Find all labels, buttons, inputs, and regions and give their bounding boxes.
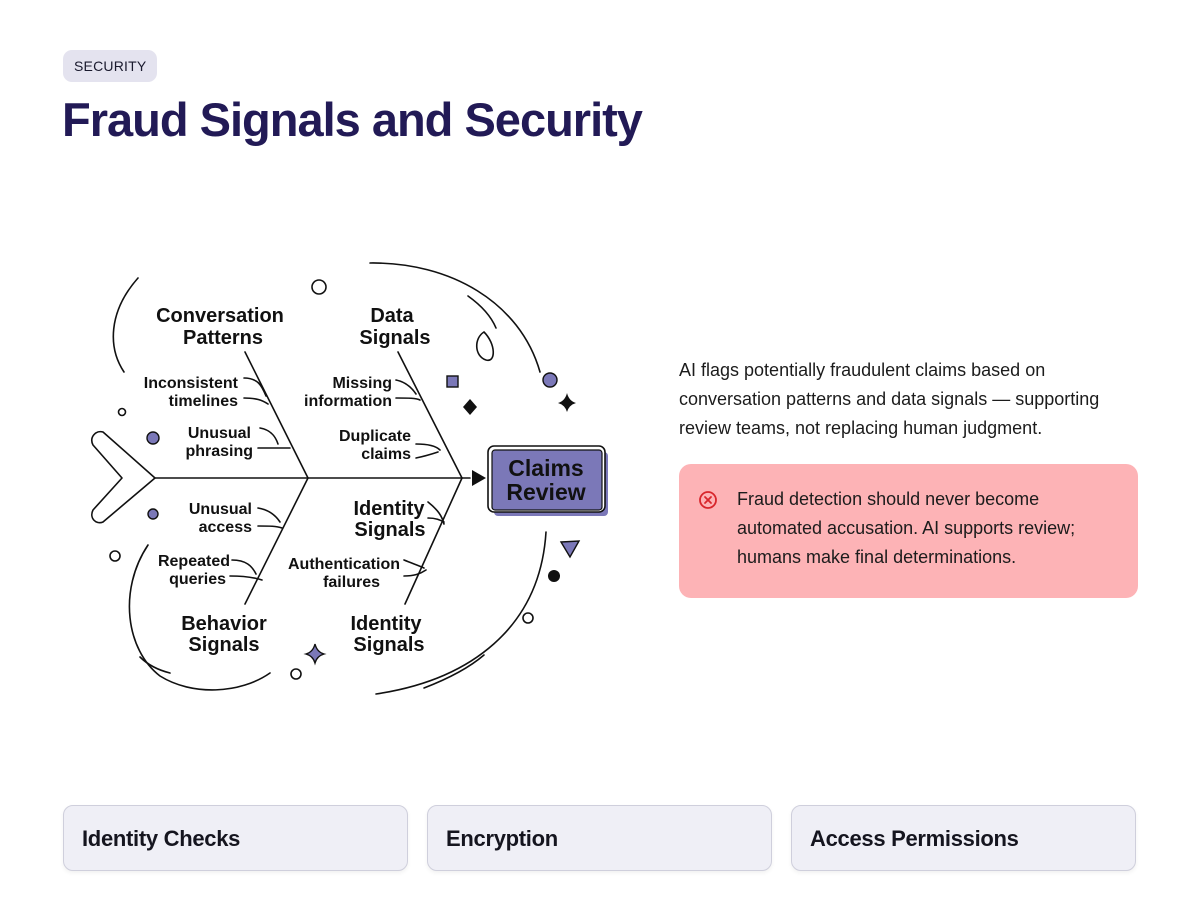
category-behavior-line2: Signals xyxy=(188,634,259,656)
category-identity-mid-line2: Signals xyxy=(354,519,425,541)
category-identity-bottom-line1: Identity xyxy=(350,613,422,635)
rib-conversation xyxy=(244,351,309,479)
cause-label: queries xyxy=(169,571,226,588)
cause-label: Authentication xyxy=(288,556,400,573)
category-data-line2: Signals xyxy=(359,327,430,349)
decor-swoosh-top-inner xyxy=(467,295,497,329)
decor-dot xyxy=(146,431,160,445)
head-label-line1: Claims xyxy=(508,455,583,481)
decor-sparkle xyxy=(303,643,327,666)
lead-paragraph: AI flags potentially fraudulent claims b… xyxy=(679,360,1100,438)
page-title: Fraud Signals and Security xyxy=(62,93,643,146)
card-label: Access Permissions xyxy=(810,826,1019,851)
warning-callout: Fraud detection should never become auto… xyxy=(679,464,1138,598)
decor-diamond xyxy=(463,399,477,415)
card-access-permissions[interactable]: Access Permissions xyxy=(791,805,1136,871)
error-circle-icon xyxy=(698,490,718,510)
category-data-line1: Data xyxy=(370,305,414,327)
category-conversation-line1: Conversation xyxy=(156,305,284,327)
decor-swoosh-left-bottom-inner xyxy=(139,656,171,674)
cause-label: Repeated xyxy=(158,553,230,570)
head-label-line2: Review xyxy=(506,479,585,505)
category-identity-bottom-line2: Signals xyxy=(353,634,424,656)
fish-tail xyxy=(91,430,156,524)
cause-label: failures xyxy=(323,574,380,591)
decor-dot xyxy=(147,508,159,520)
card-encryption[interactable]: Encryption xyxy=(427,805,772,871)
category-conversation-line2: Patterns xyxy=(183,327,263,349)
cause-label: Duplicate xyxy=(339,428,411,445)
fishbone-diagram: Claims Review Conversation Patterns Data… xyxy=(91,262,608,695)
decor-dot xyxy=(542,372,558,388)
decor-circle xyxy=(109,550,121,562)
decor-swoosh-top xyxy=(369,262,541,373)
cause-label: Missing xyxy=(332,375,392,392)
spine-arrowhead xyxy=(472,470,486,486)
decor-circle xyxy=(290,668,302,680)
decor-swoosh-bottom-inner xyxy=(423,654,485,689)
category-behavior-line1: Behavior xyxy=(181,613,267,635)
decor-dot-black xyxy=(548,570,560,582)
card-label: Encryption xyxy=(446,826,558,851)
section-tag: SECURITY xyxy=(63,50,158,82)
cause-label: Unusual xyxy=(188,425,251,442)
cause-label: phrasing xyxy=(185,443,253,460)
cause-label: Inconsistent xyxy=(144,375,239,392)
card-label: Identity Checks xyxy=(82,826,241,851)
decor-triangle xyxy=(559,540,581,559)
cause-label: information xyxy=(304,393,392,410)
cause-label: claims xyxy=(361,446,411,463)
decor-square xyxy=(446,375,459,388)
decor-swoosh-bottom xyxy=(375,531,547,695)
rib-identity xyxy=(404,477,463,605)
rib-behavior xyxy=(244,477,309,605)
decor-circle xyxy=(311,279,327,295)
cause-label: timelines xyxy=(169,393,238,410)
head-box-fill xyxy=(491,449,603,511)
decor-star xyxy=(558,393,576,412)
cause-label: access xyxy=(199,519,252,536)
decor-swoosh-left-top xyxy=(112,277,139,373)
rib-data xyxy=(397,351,463,479)
cause-label: Unusual xyxy=(189,501,252,518)
decor-circle xyxy=(522,612,534,624)
decor-swoosh-left-bottom xyxy=(128,544,271,691)
category-identity-mid-line1: Identity xyxy=(353,498,425,520)
decor-loop xyxy=(475,331,495,361)
warning-text: Fraud detection should never become auto… xyxy=(737,489,1076,567)
card-identity-checks[interactable]: Identity Checks xyxy=(63,805,408,871)
decor-circle xyxy=(117,407,127,417)
